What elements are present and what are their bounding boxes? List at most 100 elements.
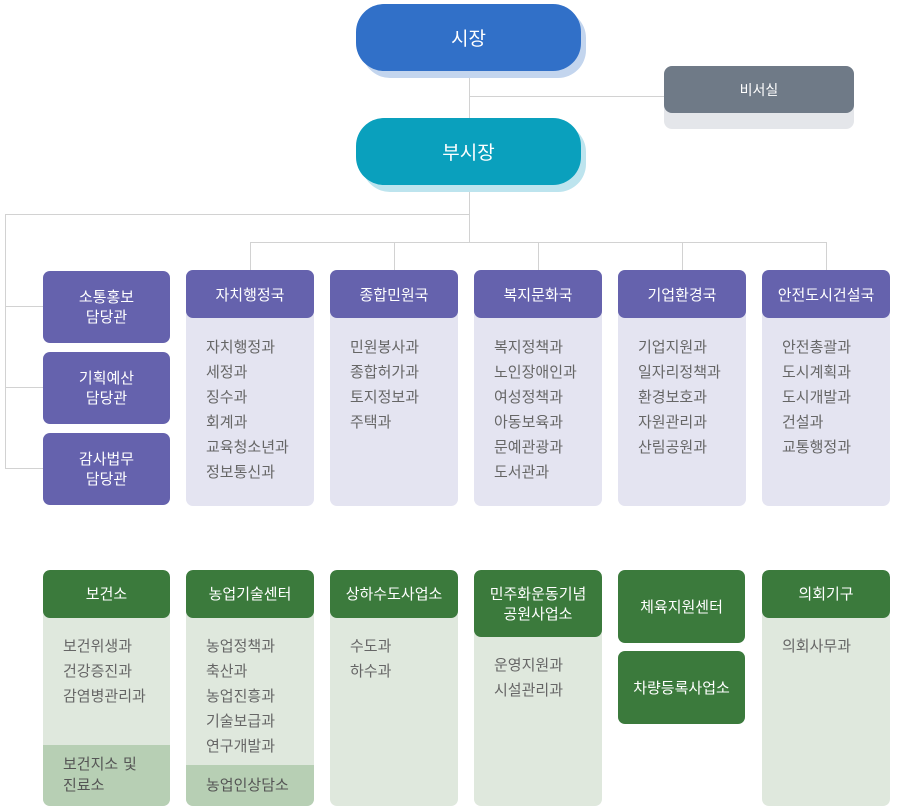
connector-bureau-4 [682,242,683,270]
division-item[interactable]: 건설과 [782,413,824,431]
division-item[interactable]: 문예관광과 [494,438,564,456]
connector-bureau-2 [394,242,395,270]
agency-name: 차량등록사업소 [633,679,730,697]
agency-name: 농업기술센터 [208,585,292,603]
bureau-head[interactable]: 자치행정국 [186,270,314,318]
division-item[interactable]: 주택과 [350,413,392,431]
division-item[interactable]: 환경보호과 [638,388,708,406]
division-item[interactable]: 종합허가과 [350,363,420,381]
agency-division-list: 수도과 하수과 [350,634,391,684]
agency-name-line-1: 민주화운동기념 [489,584,587,603]
agency-footer[interactable]: 농업인상담소 [186,765,314,806]
division-item[interactable]: 감염병관리과 [63,687,146,705]
footer-line: 농업인상담소 [206,776,289,794]
bureau-head[interactable]: 안전도시건설국 [762,270,890,318]
agency-name-line-2: 공원사업소 [503,604,573,623]
division-item[interactable]: 민원봉사과 [350,338,420,356]
bureau-division-list: 민원봉사과 종합허가과 토지정보과 주택과 [350,335,419,435]
division-item[interactable]: 복지정책과 [494,338,564,356]
agency-name: 상하수도사업소 [345,585,443,603]
secretary-node[interactable]: 비서실 [664,66,854,113]
agency-head[interactable]: 민주화운동기념 공원사업소 [474,570,602,637]
staff-office-label-1: 소통홍보 [78,288,135,306]
division-item[interactable]: 의회사무과 [782,637,852,655]
division-item[interactable]: 자원관리과 [638,413,708,431]
staff-office-label-2: 담당관 [85,470,128,488]
division-item[interactable]: 아동보육과 [494,413,564,431]
agency-footer[interactable]: 보건지소 및 진료소 [43,745,170,806]
division-item[interactable]: 수도과 [350,637,392,655]
division-item[interactable]: 여성정책과 [494,388,564,406]
division-item[interactable]: 기술보급과 [206,712,276,730]
division-item[interactable]: 토지정보과 [350,388,420,406]
bureau-card-welfare: 복지문화국 복지정책과 노인장애인과 여성정책과 아동보육과 문예관광과 도서관… [474,270,602,506]
mayor-label: 시장 [451,28,486,50]
connector-staff-h [5,214,470,215]
agency-name: 보건소 [85,585,128,603]
bureau-card-enterprise: 기업환경국 기업지원과 일자리정책과 환경보호과 자원관리과 산림공원과 [618,270,746,506]
staff-office-label-1: 감사법무 [78,450,135,468]
bureau-head[interactable]: 기업환경국 [618,270,746,318]
staff-office-planning[interactable]: 기획예산 담당관 [43,352,170,424]
bureau-division-list: 자치행정과 세정과 징수과 회계과 교육청소년과 정보통신과 [206,335,289,485]
vice-mayor-node[interactable]: 부시장 [356,118,581,185]
agency-division-list: 농업정책과 축산과 농업진흥과 기술보급과 연구개발과 [206,634,275,759]
division-item[interactable]: 노인장애인과 [494,363,577,381]
division-item[interactable]: 산림공원과 [638,438,708,456]
agency-division-list: 보건위생과 건강증진과 감염병관리과 [63,634,146,709]
agency-card-health: 보건소 보건위생과 건강증진과 감염병관리과 보건지소 및 진료소 [43,570,170,806]
connector-bureau-3 [538,242,539,270]
division-item[interactable]: 도시계획과 [782,363,852,381]
division-item[interactable]: 시설관리과 [494,681,564,699]
bureau-division-list: 기업지원과 일자리정책과 환경보호과 자원관리과 산림공원과 [638,335,721,460]
division-item[interactable]: 자치행정과 [206,338,276,356]
division-item[interactable]: 도서관과 [494,463,550,481]
staff-office-audit[interactable]: 감사법무 담당관 [43,433,170,505]
mayor-node[interactable]: 시장 [356,4,581,71]
staff-office-communication[interactable]: 소통홍보 담당관 [43,271,170,343]
agency-card-agriculture: 농업기술센터 농업정책과 축산과 농업진흥과 기술보급과 연구개발과 농업인상담… [186,570,314,806]
bureau-head[interactable]: 복지문화국 [474,270,602,318]
agency-vehicle-office[interactable]: 차량등록사업소 [618,651,745,724]
division-item[interactable]: 건강증진과 [63,662,133,680]
bureau-card-civil: 종합민원국 민원봉사과 종합허가과 토지정보과 주택과 [330,270,458,506]
division-item[interactable]: 세정과 [206,363,248,381]
vice-mayor-label: 부시장 [442,142,495,164]
staff-office-label-2: 담당관 [85,389,128,407]
bureau-division-list: 안전총괄과 도시계획과 도시개발과 건설과 교통행정과 [782,335,851,460]
staff-office-label-1: 기획예산 [78,369,135,387]
agency-name: 체육지원센터 [640,598,723,616]
agency-head[interactable]: 농업기술센터 [186,570,314,618]
agency-card-council: 의회기구 의회사무과 [762,570,890,806]
division-item[interactable]: 정보통신과 [206,463,276,481]
connector-secretary [469,96,666,97]
division-item[interactable]: 교육청소년과 [206,438,289,456]
secretary-label: 비서실 [739,82,779,99]
division-item[interactable]: 하수과 [350,662,392,680]
agency-card-memorial: 민주화운동기념 공원사업소 운영지원과 시설관리과 [474,570,602,806]
division-item[interactable]: 연구개발과 [206,737,276,755]
connector-staff-2 [5,387,43,388]
division-item[interactable]: 징수과 [206,388,248,406]
division-item[interactable]: 회계과 [206,413,248,431]
connector-mayor-vice [469,70,470,120]
agency-head[interactable]: 상하수도사업소 [330,570,458,618]
division-item[interactable]: 안전총괄과 [782,338,852,356]
division-item[interactable]: 농업진흥과 [206,687,276,705]
division-item[interactable]: 보건위생과 [63,637,133,655]
agency-head[interactable]: 의회기구 [762,570,890,618]
agency-sports-center[interactable]: 체육지원센터 [618,570,745,643]
division-item[interactable]: 축산과 [206,662,248,680]
agency-head[interactable]: 보건소 [43,570,170,618]
agency-division-list: 의회사무과 [782,634,851,659]
division-item[interactable]: 농업정책과 [206,637,276,655]
division-item[interactable]: 교통행정과 [782,438,852,456]
bureau-head[interactable]: 종합민원국 [330,270,458,318]
connector-staff-3 [5,468,43,469]
division-item[interactable]: 운영지원과 [494,656,564,674]
bureau-card-autonomy: 자치행정국 자치행정과 세정과 징수과 회계과 교육청소년과 정보통신과 [186,270,314,506]
connector-staff-v [5,214,6,469]
division-item[interactable]: 도시개발과 [782,388,852,406]
division-item[interactable]: 일자리정책과 [638,363,721,381]
division-item[interactable]: 기업지원과 [638,338,708,356]
